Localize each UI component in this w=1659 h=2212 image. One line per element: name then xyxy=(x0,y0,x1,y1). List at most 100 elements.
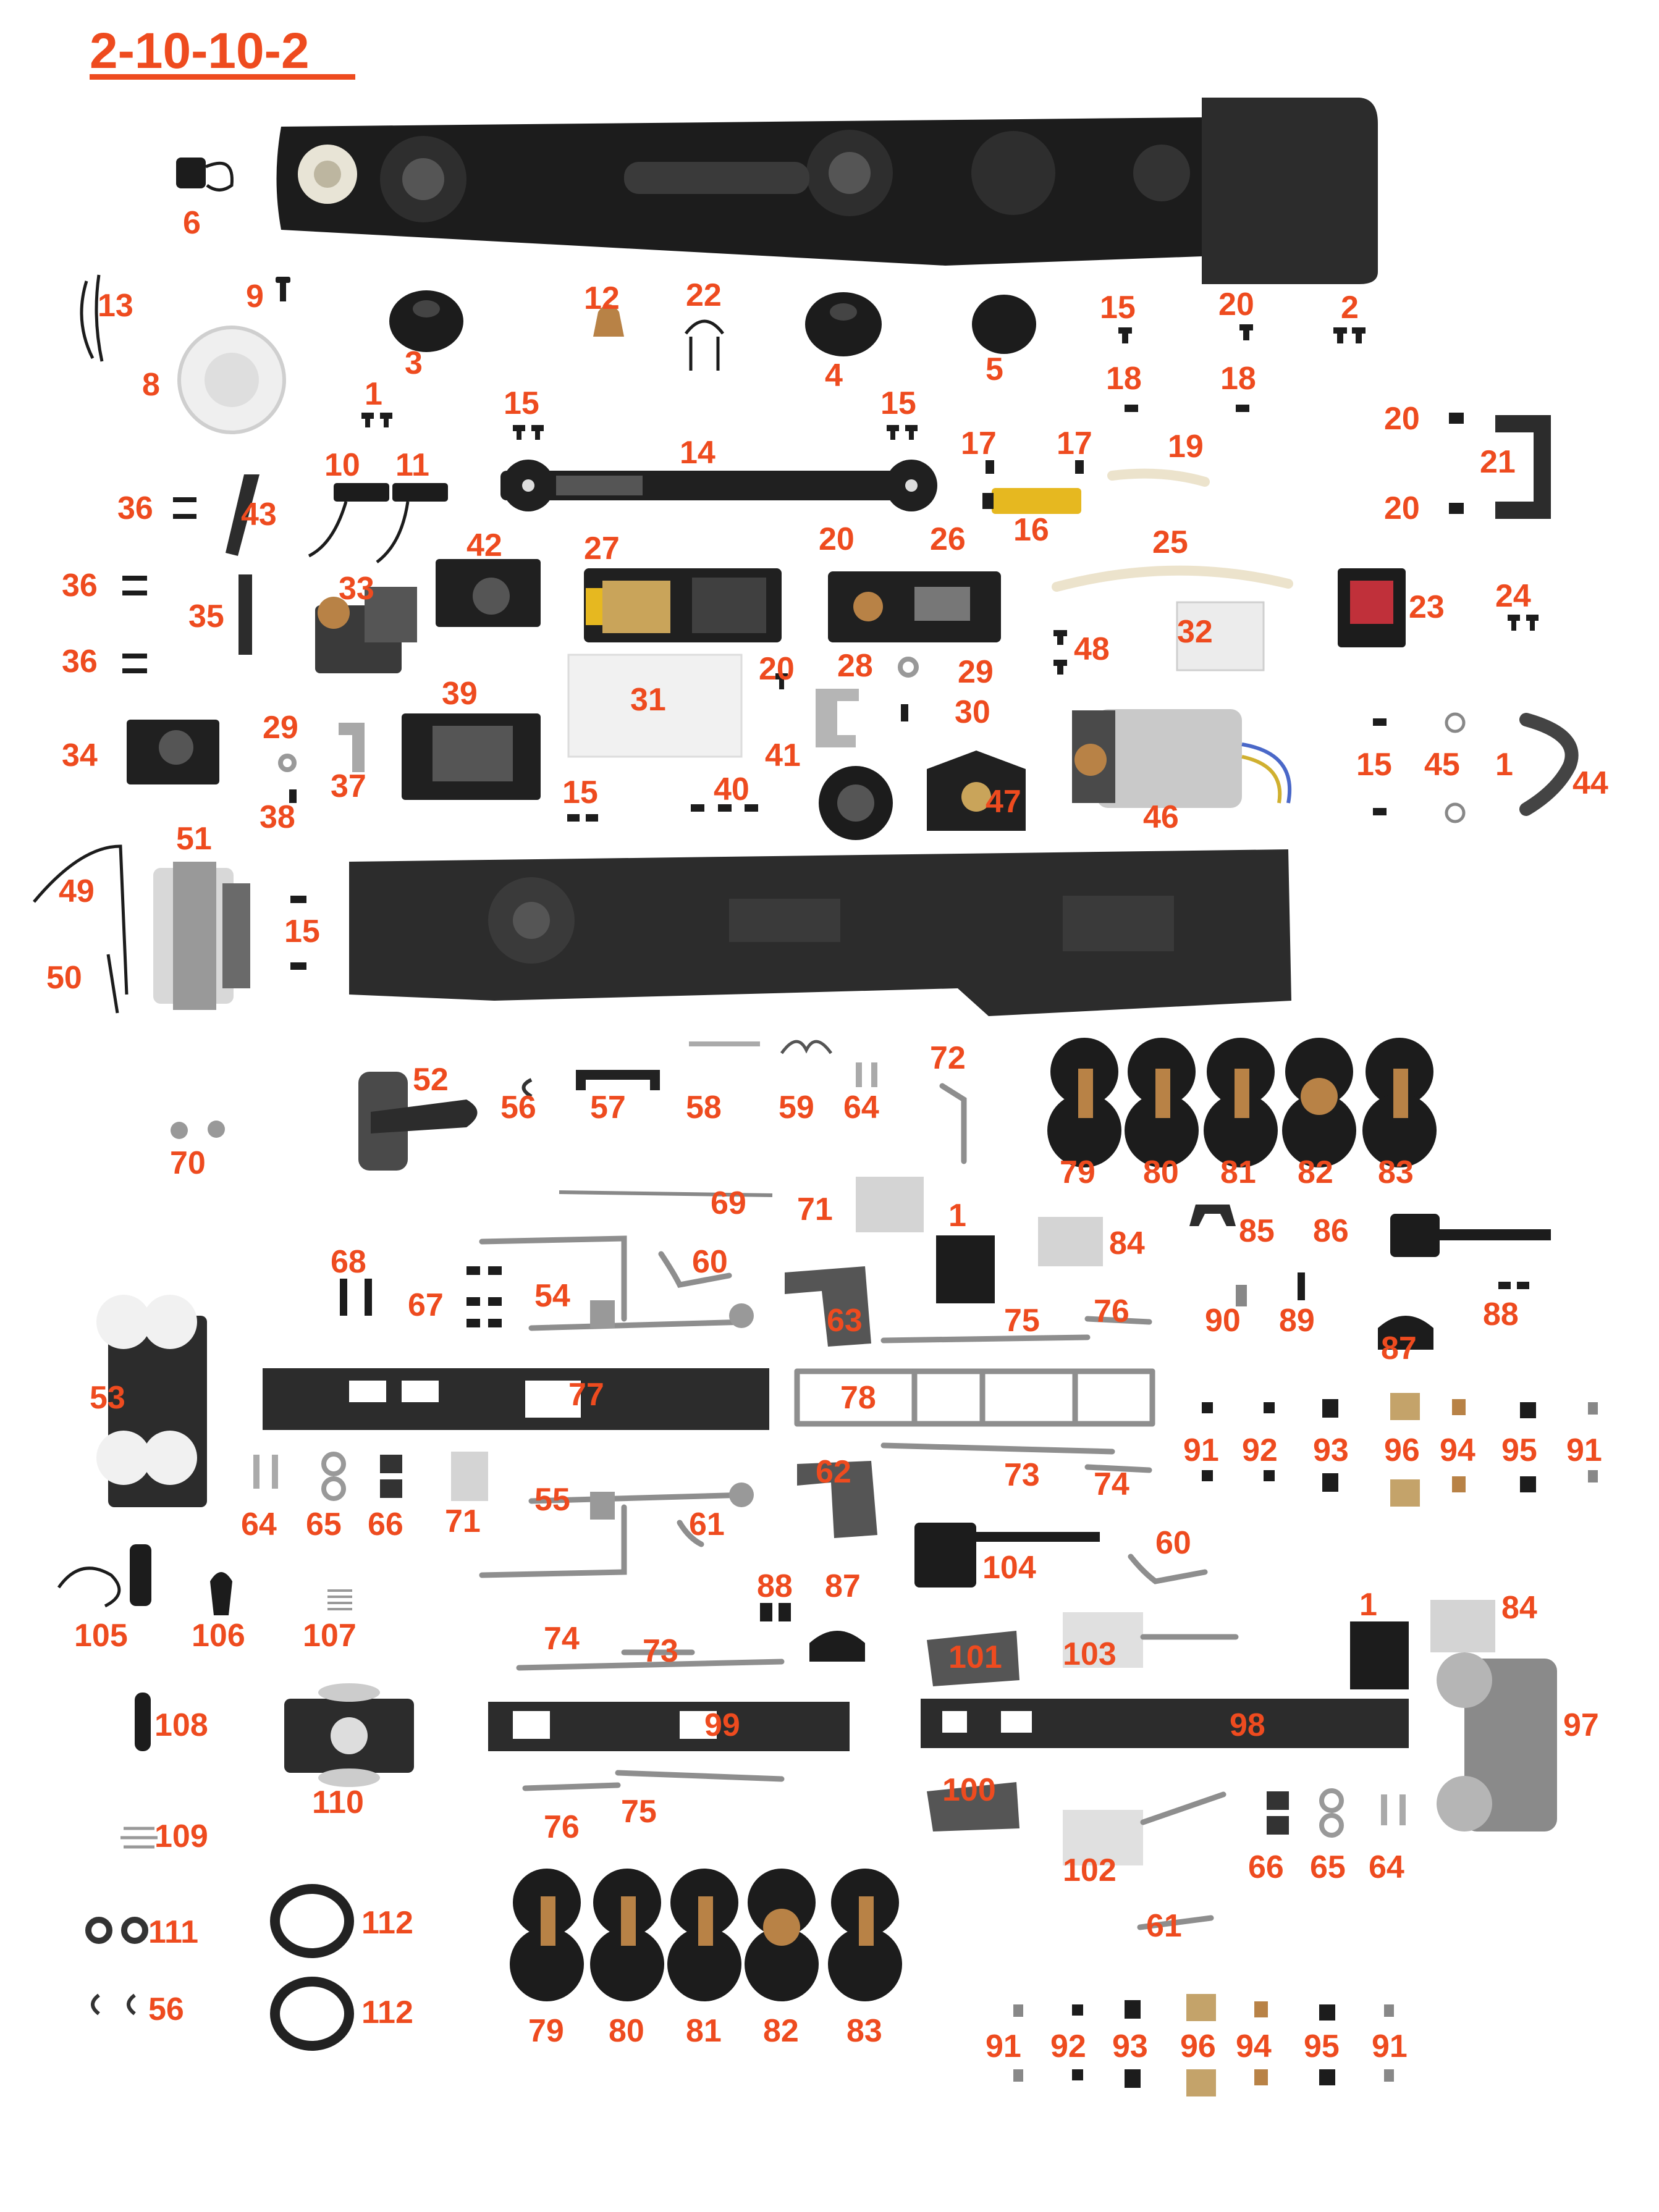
callout-63: 63 xyxy=(827,1303,863,1339)
bracket-101 xyxy=(927,1631,1019,1686)
frame-98 xyxy=(921,1699,1409,1748)
callout-47: 47 xyxy=(986,784,1021,820)
main-chassis xyxy=(349,849,1291,1016)
callout-30: 30 xyxy=(955,694,990,730)
callout-101: 101 xyxy=(948,1639,1002,1675)
lighting-board-14 xyxy=(500,460,937,511)
callout-12: 12 xyxy=(584,280,620,316)
wheelsets-lower xyxy=(510,1869,902,2001)
callout-95: 95 xyxy=(1501,1432,1537,1468)
hardware-64-66-right xyxy=(1267,1788,1406,1838)
callout-94: 94 xyxy=(1440,1432,1475,1468)
callout-20: 20 xyxy=(1384,401,1420,437)
rings-111-112 xyxy=(85,1884,354,2051)
callout-46: 46 xyxy=(1143,799,1179,835)
callout-78: 78 xyxy=(840,1380,876,1416)
callout-65: 65 xyxy=(1310,1849,1346,1885)
boards-10-11 xyxy=(308,483,448,563)
callout-84: 84 xyxy=(1501,1590,1537,1626)
callout-52: 52 xyxy=(413,1062,449,1098)
callout-41: 41 xyxy=(765,738,801,773)
callout-76: 76 xyxy=(544,1809,580,1845)
insulator-film-31 xyxy=(567,654,743,758)
callout-92: 92 xyxy=(1050,2029,1086,2064)
parts-85-to-90 xyxy=(1189,1205,1551,1350)
callout-21: 21 xyxy=(1480,444,1516,480)
callout-97: 97 xyxy=(1563,1707,1599,1743)
callout-44: 44 xyxy=(1572,765,1608,801)
callout-73: 73 xyxy=(1004,1457,1040,1493)
callout-1: 1 xyxy=(1359,1587,1377,1623)
screw-15-frame-b xyxy=(290,962,306,970)
callout-56: 56 xyxy=(148,1991,184,2027)
callout-58: 58 xyxy=(686,1090,722,1125)
callout-82: 82 xyxy=(1298,1154,1333,1190)
callout-86: 86 xyxy=(1313,1213,1349,1249)
callout-83: 83 xyxy=(846,2013,882,2049)
callout-40: 40 xyxy=(714,772,749,807)
bracket-22 xyxy=(685,319,724,371)
headlight-part xyxy=(176,158,234,191)
boiler-shell xyxy=(276,98,1378,284)
strip-35 xyxy=(239,574,252,655)
callout-62: 62 xyxy=(816,1454,851,1490)
callout-36: 36 xyxy=(62,568,98,603)
callout-20: 20 xyxy=(819,521,855,557)
motor-46 xyxy=(1072,709,1292,808)
callout-108: 108 xyxy=(154,1707,208,1743)
dome-3 xyxy=(389,290,463,352)
callout-15: 15 xyxy=(880,385,916,421)
callout-36: 36 xyxy=(117,490,153,526)
callout-89: 89 xyxy=(1279,1303,1315,1339)
callout-31: 31 xyxy=(630,682,666,718)
frame-77 xyxy=(263,1368,769,1430)
callout-20: 20 xyxy=(1218,287,1254,322)
callout-18: 18 xyxy=(1106,361,1142,397)
callout-91: 91 xyxy=(986,2029,1021,2064)
callout-65: 65 xyxy=(306,1507,342,1542)
screws-upper-right xyxy=(361,324,1366,474)
callout-26: 26 xyxy=(930,521,966,557)
pin-108 xyxy=(135,1693,151,1751)
callout-75: 75 xyxy=(621,1794,657,1830)
spring-107 xyxy=(327,1589,352,1610)
parts-28-29-30 xyxy=(775,657,919,747)
engine-unit-97 xyxy=(1437,1652,1557,1831)
screw-9 xyxy=(276,277,290,301)
callout-labels: 6 13 9 12 22 15 20 2 8 3 4 5 18 18 1 15 … xyxy=(46,205,1608,2064)
frame-78 xyxy=(794,1368,1155,1427)
callout-15: 15 xyxy=(504,385,539,421)
tube-19 xyxy=(1107,468,1210,487)
crosshead-60b xyxy=(1128,1554,1208,1584)
callout-98: 98 xyxy=(1230,1707,1265,1743)
callout-112: 112 xyxy=(361,1995,413,2030)
callout-91: 91 xyxy=(1372,2029,1408,2064)
cable-105 xyxy=(57,1566,121,1608)
callout-68: 68 xyxy=(331,1244,366,1280)
callout-15: 15 xyxy=(284,914,320,949)
socket-board-39 xyxy=(402,713,541,800)
callout-60: 60 xyxy=(1155,1525,1191,1561)
callout-60: 60 xyxy=(692,1244,728,1280)
callout-48: 48 xyxy=(1074,631,1110,667)
guide-62 xyxy=(797,1461,877,1538)
callout-4: 4 xyxy=(825,358,843,393)
callout-85: 85 xyxy=(1239,1213,1275,1249)
callout-28: 28 xyxy=(837,648,873,684)
callout-17: 17 xyxy=(961,426,997,461)
callout-45: 45 xyxy=(1424,747,1460,783)
callout-9: 9 xyxy=(246,279,264,314)
callout-19: 19 xyxy=(1168,429,1204,465)
callout-75: 75 xyxy=(1004,1303,1040,1339)
callout-104: 104 xyxy=(982,1550,1036,1586)
parts-87-88-lower xyxy=(760,1603,865,1662)
callout-16: 16 xyxy=(1013,512,1049,548)
callout-74: 74 xyxy=(544,1621,580,1657)
parts-37-38 xyxy=(278,723,365,803)
callout-82: 82 xyxy=(763,2013,799,2049)
callout-93: 93 xyxy=(1313,1432,1349,1468)
callout-77: 77 xyxy=(568,1377,604,1413)
callout-90: 90 xyxy=(1205,1303,1241,1339)
